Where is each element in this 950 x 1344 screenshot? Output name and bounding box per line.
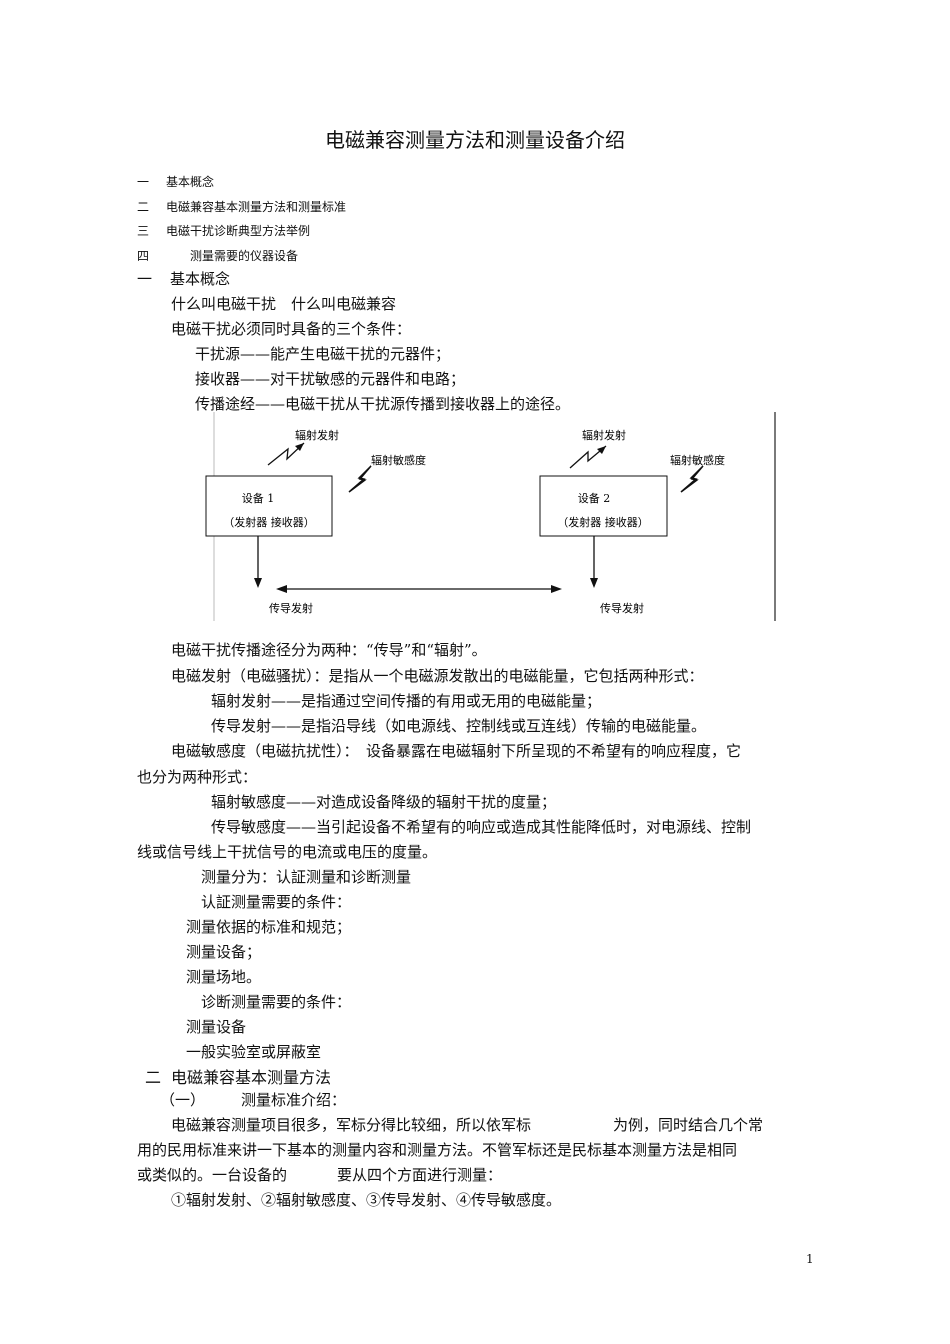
toc-num: 一 — [137, 175, 150, 189]
conducted-coupling-double-arrow — [276, 585, 562, 593]
paragraph: 电磁敏感度（电磁抗扰性）： 设备暴露在电磁辐射下所呈现的不希望有的响应程度，它 — [171, 742, 742, 760]
paragraph: 测量设备 — [186, 1018, 247, 1036]
paragraph: 传导发射——是指沿导线（如电源线、控制线或互连线）传输的电磁能量。 — [211, 717, 707, 735]
section-heading-2: 二 电磁兼容基本测量方法 — [145, 1064, 331, 1088]
paragraph-part: 或类似的。一台设备的 — [137, 1166, 288, 1184]
toc-text: 基本概念 — [166, 175, 215, 189]
device-1-box — [205, 475, 333, 537]
conducted-arrow-down-2 — [590, 536, 598, 588]
section-num: 一 — [137, 270, 153, 288]
toc-num: 四 — [137, 249, 150, 263]
lightning-bolt-icon — [680, 465, 704, 493]
paragraph-part: 为例，同时结合几个常 — [613, 1116, 764, 1134]
toc-item-3: 三 电磁干扰诊断典型方法举例 — [137, 222, 310, 239]
condition-item: 干扰源——能产生电磁干扰的元器件； — [195, 345, 451, 363]
subsection-title: 测量标准介绍： — [241, 1091, 347, 1109]
paragraph: 辐射发射——是指通过空间传播的有用或无用的电磁能量； — [211, 692, 602, 710]
radiated-emission-label-2: 辐射发射 — [582, 428, 626, 442]
paragraph: 测量依据的标准和规范； — [186, 918, 352, 936]
paragraph: 测量分为：认証测量和诊断测量 — [201, 868, 412, 886]
paragraph: 认証测量需要的条件： — [201, 893, 352, 911]
section-heading-1: 一 基本概念 — [137, 268, 230, 289]
toc-item-4: 四 测量需要的仪器设备 — [137, 247, 298, 264]
paragraph-part: 要从四个方面进行测量： — [337, 1166, 503, 1184]
device-1-name: 设备 1 — [242, 491, 275, 505]
device-2-name: 设备 2 — [578, 491, 611, 505]
subsection-num: （一） — [160, 1091, 206, 1109]
section-title: 基本概念 — [170, 270, 231, 288]
radiated-emission-label-1: 辐射发射 — [295, 428, 339, 442]
toc-text: 电磁干扰诊断典型方法举例 — [166, 224, 311, 238]
paragraph: ①辐射发射、②辐射敏感度、③传导发射、④传导敏感度。 — [171, 1191, 562, 1209]
paragraph: 什么叫电磁干扰 什么叫电磁兼容 — [171, 295, 397, 313]
condition-item: 传播途经——电磁干扰从干扰源传播到接收器上的途径。 — [195, 395, 571, 413]
paragraph: 传导敏感度——当引起设备不希望有的响应或造成其性能降低时，对电源线、控制 — [211, 818, 752, 836]
radiated-emission-arrow-2 — [569, 445, 607, 469]
device-2-sub: （发射器 接收器） — [557, 515, 649, 529]
radiated-susceptibility-label-2: 辐射敏感度 — [670, 453, 725, 467]
toc-text: 测量需要的仪器设备 — [190, 249, 299, 263]
radiated-susceptibility-label-1: 辐射敏感度 — [371, 453, 426, 467]
paragraph: 测量设备； — [186, 943, 262, 961]
conducted-emission-label-1: 传导发射 — [269, 601, 313, 615]
paragraph: 或类似的。一台设备的 要从四个方面进行测量： — [137, 1164, 502, 1185]
section-title: 电磁兼容基本测量方法 — [171, 1068, 332, 1087]
section-num: 二 — [145, 1068, 162, 1087]
paragraph: 一般实验室或屏蔽室 — [186, 1043, 322, 1061]
paragraph: 电磁发射（电磁骚扰）：是指从一个电磁源发散出的电磁能量，它包括两种形式： — [171, 667, 704, 685]
paragraph: 辐射敏感度——对造成设备降级的辐射干扰的度量； — [211, 793, 557, 811]
paragraph: 电磁兼容测量项目很多，军标分得比较细，所以依军标 为例，同时结合几个常 — [171, 1114, 763, 1135]
toc-num: 三 — [137, 224, 150, 238]
subsection-heading: （一） 测量标准介绍： — [160, 1089, 346, 1110]
radiated-emission-arrow-1 — [267, 442, 305, 466]
device-1-sub: （发射器 接收器） — [223, 515, 315, 529]
conducted-arrow-down-1 — [254, 536, 262, 588]
paragraph-part: 电磁兼容测量项目很多，军标分得比较细，所以依军标 — [171, 1116, 532, 1134]
toc-item-1: 一 基本概念 — [137, 173, 214, 190]
paragraph: 测量场地。 — [186, 968, 262, 986]
conducted-emission-label-2: 传导发射 — [600, 601, 644, 615]
paragraph: 用的民用标准来讲一下基本的测量内容和测量方法。不管军标还是民标基本测量方法是相同 — [137, 1141, 738, 1159]
emi-propagation-diagram: 设备 1 （发射器 接收器） 设备 2 （发射器 接收器） 辐射发射 辐射发射 … — [205, 412, 776, 621]
page-number: 1 — [806, 1252, 814, 1266]
device-2-box — [539, 475, 668, 537]
paragraph: 电磁干扰必须同时具备的三个条件： — [171, 320, 412, 338]
toc-num: 二 — [137, 200, 150, 214]
paragraph: 电磁干扰传播途径分为两种：“传导”和“辐射”。 — [171, 641, 487, 659]
paragraph: 线或信号线上干扰信号的电流或电压的度量。 — [137, 843, 438, 861]
page-title: 电磁兼容测量方法和测量设备介绍 — [325, 128, 625, 152]
paragraph: 诊断测量需要的条件： — [201, 993, 352, 1011]
condition-item: 接收器——对干扰敏感的元器件和电路； — [195, 370, 466, 388]
toc-item-2: 二 电磁兼容基本测量方法和测量标准 — [137, 198, 346, 215]
paragraph: 也分为两种形式： — [137, 768, 258, 786]
lightning-bolt-icon — [348, 465, 372, 493]
toc-text: 电磁兼容基本测量方法和测量标准 — [166, 200, 347, 214]
